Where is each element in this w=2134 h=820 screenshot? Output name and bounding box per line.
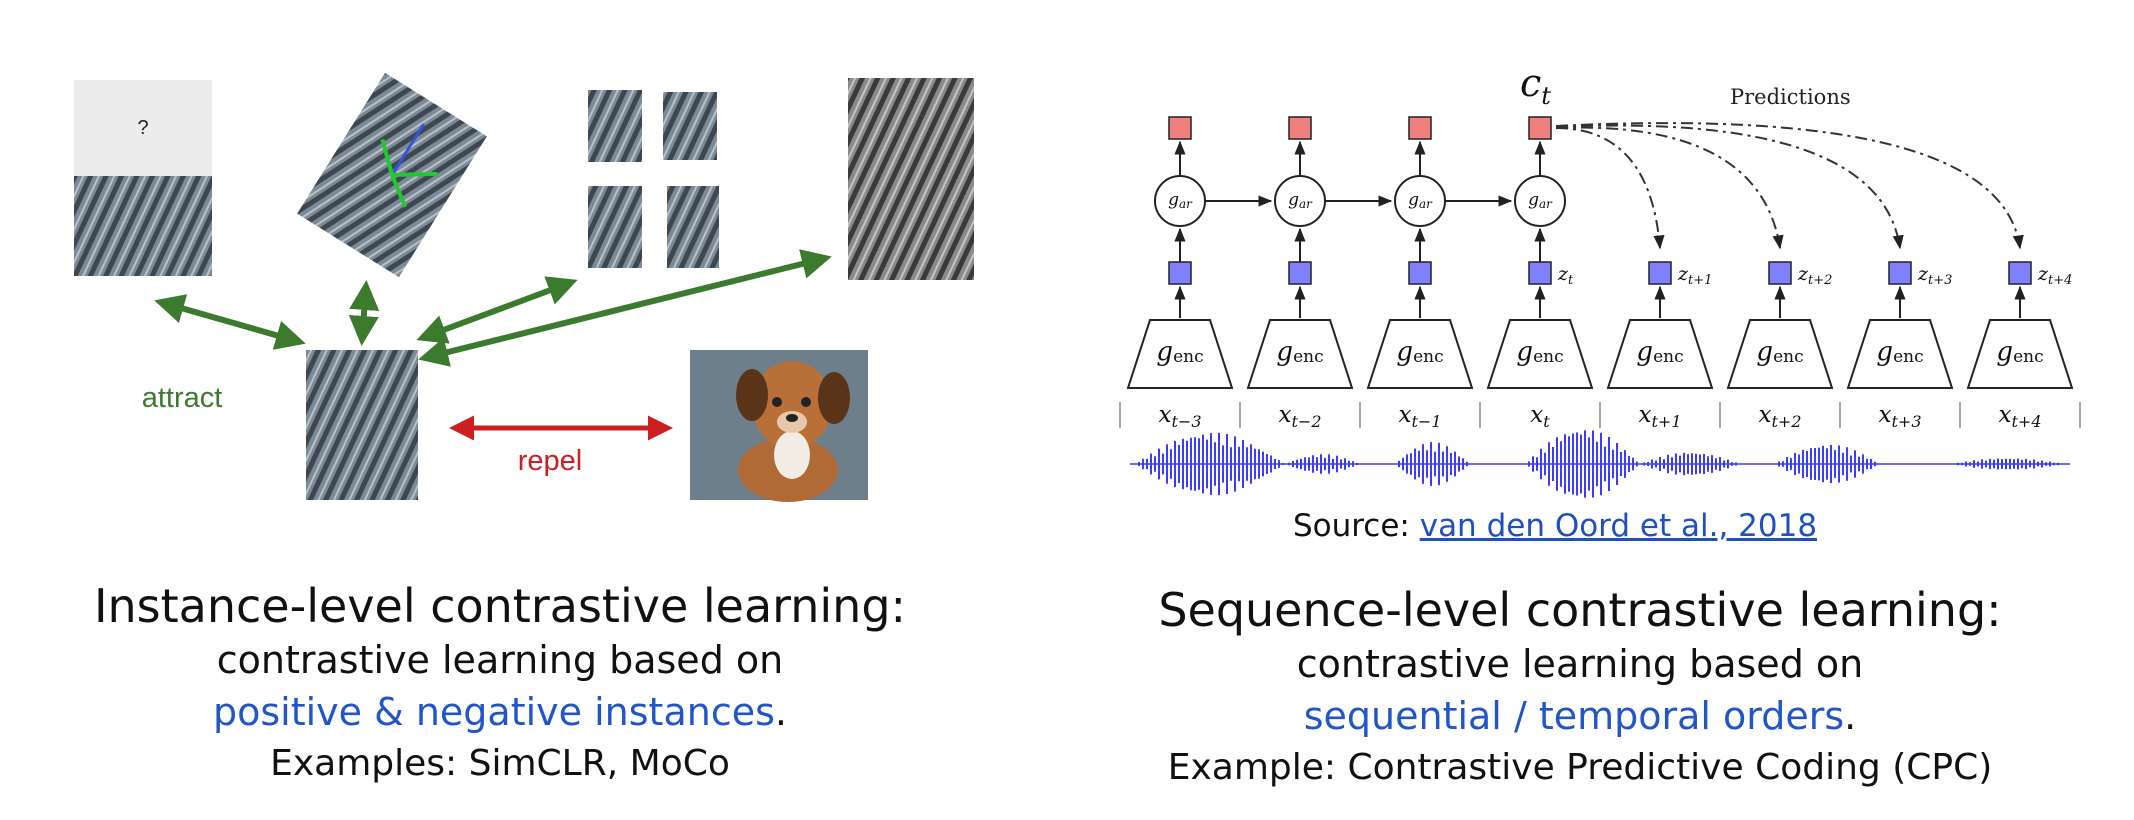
input-label: xt+3 [1879,402,1922,431]
input-label: xt−3 [1159,402,1202,431]
grayscale-cat-image [848,78,974,280]
latent-label: zt [1557,263,1574,288]
gar-node [1154,175,1206,227]
latent-square [1888,261,1912,285]
source-prefix: Source: [1292,508,1420,544]
latent-square [1408,261,1432,285]
latent-square [1768,261,1792,285]
patch-images [588,90,719,268]
encoder-trapezoid [1846,319,1954,389]
column-1: gar genc xt−2 [1246,116,1354,431]
cpc-diagram: ct Predictions gar genc xt−3 [1119,61,2081,498]
gar-node-label: gar [1528,190,1553,211]
encoder-label: genc [1396,337,1443,367]
column-2: gar genc xt−1 [1366,116,1474,431]
input-label: xt+4 [1999,402,2042,431]
context-square [1288,116,1312,140]
latent-label: zt+3 [1917,263,1952,288]
encoder-trapezoid [1486,319,1594,389]
encoder-trapezoid [1246,319,1354,389]
prediction-arrows [1555,122,2024,250]
encoder-trapezoid [1606,319,1714,389]
encoder-trapezoid [1126,319,1234,389]
encoder-label: genc [1876,337,1923,367]
left-caption-title: Instance-level contrastive learning: [93,579,907,633]
left-caption-examples: Examples: SimCLR, MoCo [270,743,730,784]
column-3: gar zt genc xt [1486,116,1594,431]
gar-node [1274,175,1326,227]
encoder-label: genc [1156,337,1203,367]
gar-node [1394,175,1446,227]
gar-node [1514,175,1566,227]
left-caption-highlight: positive & negative instances [213,690,775,734]
encoder-label: genc [1756,337,1803,367]
predictions-label: Predictions [1730,85,1851,109]
dog-image [690,350,868,502]
instance-diagram: ? [74,72,974,502]
left-caption-period: . [774,690,787,734]
gar-node-label: gar [1408,190,1433,211]
left-caption: Instance-level contrastive learning: con… [60,578,940,790]
column-5: zt+2 genc xt+2 [1726,261,1834,431]
context-square [1408,116,1432,140]
right-caption-line: contrastive learning based on [1296,642,1864,686]
segment-separators [1119,402,2081,428]
right-caption-title: Sequence-level contrastive learning: [1158,583,2002,637]
input-label: xt+2 [1759,402,1802,431]
input-label: xt+1 [1639,402,1682,431]
encoder-label: genc [1516,337,1563,367]
attract-label: attract [142,382,223,414]
encoder-trapezoid [1726,319,1834,389]
audio-waveform [1130,430,2070,498]
rotated-cat-image [297,72,487,278]
input-label: xt−1 [1399,402,1442,431]
left-caption-line: contrastive learning based on [216,638,784,682]
right-caption-examples: Example: Contrastive Predictive Coding (… [1167,747,1993,788]
input-label: xt−2 [1279,402,1322,431]
latent-square [1168,261,1192,285]
encoder-label: genc [1276,337,1323,367]
latent-square [2008,261,2032,285]
attract-arrows [154,249,832,367]
column-6: zt+3 genc xt+3 [1846,261,1954,431]
latent-square [1528,261,1552,285]
latent-label: zt+4 [2037,263,2072,288]
anchor-cat-image [306,350,418,500]
column-4: zt+1 genc xt+1 [1606,261,1714,431]
latent-label: zt+1 [1677,263,1712,288]
source-citation: Source: van den Oord et al., 2018 [1265,508,1845,544]
context-square [1168,116,1192,140]
column-0: gar genc xt−3 [1126,116,1234,431]
column-7: zt+4 genc xt+4 [1966,261,2074,431]
right-caption-highlight: sequential / temporal orders [1303,694,1845,738]
source-link[interactable]: van den Oord et al., 2018 [1419,508,1818,544]
right-caption-highlight-line: sequential / temporal orders. [1130,690,2030,742]
repel-label: repel [518,445,583,477]
latent-square [1648,261,1672,285]
encoder-label: genc [1996,337,2043,367]
gar-node-label: gar [1288,190,1313,211]
context-label: ct [1520,61,1551,110]
context-square [1528,116,1552,140]
left-caption-highlight-line: positive & negative instances. [60,686,940,738]
question-mark-label: ? [137,117,148,139]
masked-cat-image: ? [74,80,212,276]
right-caption: Sequence-level contrastive learning: con… [1130,582,2030,794]
encoder-trapezoid [1366,319,1474,389]
encoder-label: genc [1636,337,1683,367]
gar-node-label: gar [1168,190,1193,211]
encoder-trapezoid [1966,319,2074,389]
input-label: xt [1530,402,1550,431]
latent-square [1288,261,1312,285]
right-caption-period: . [1844,694,1857,738]
latent-label: zt+2 [1797,263,1832,288]
